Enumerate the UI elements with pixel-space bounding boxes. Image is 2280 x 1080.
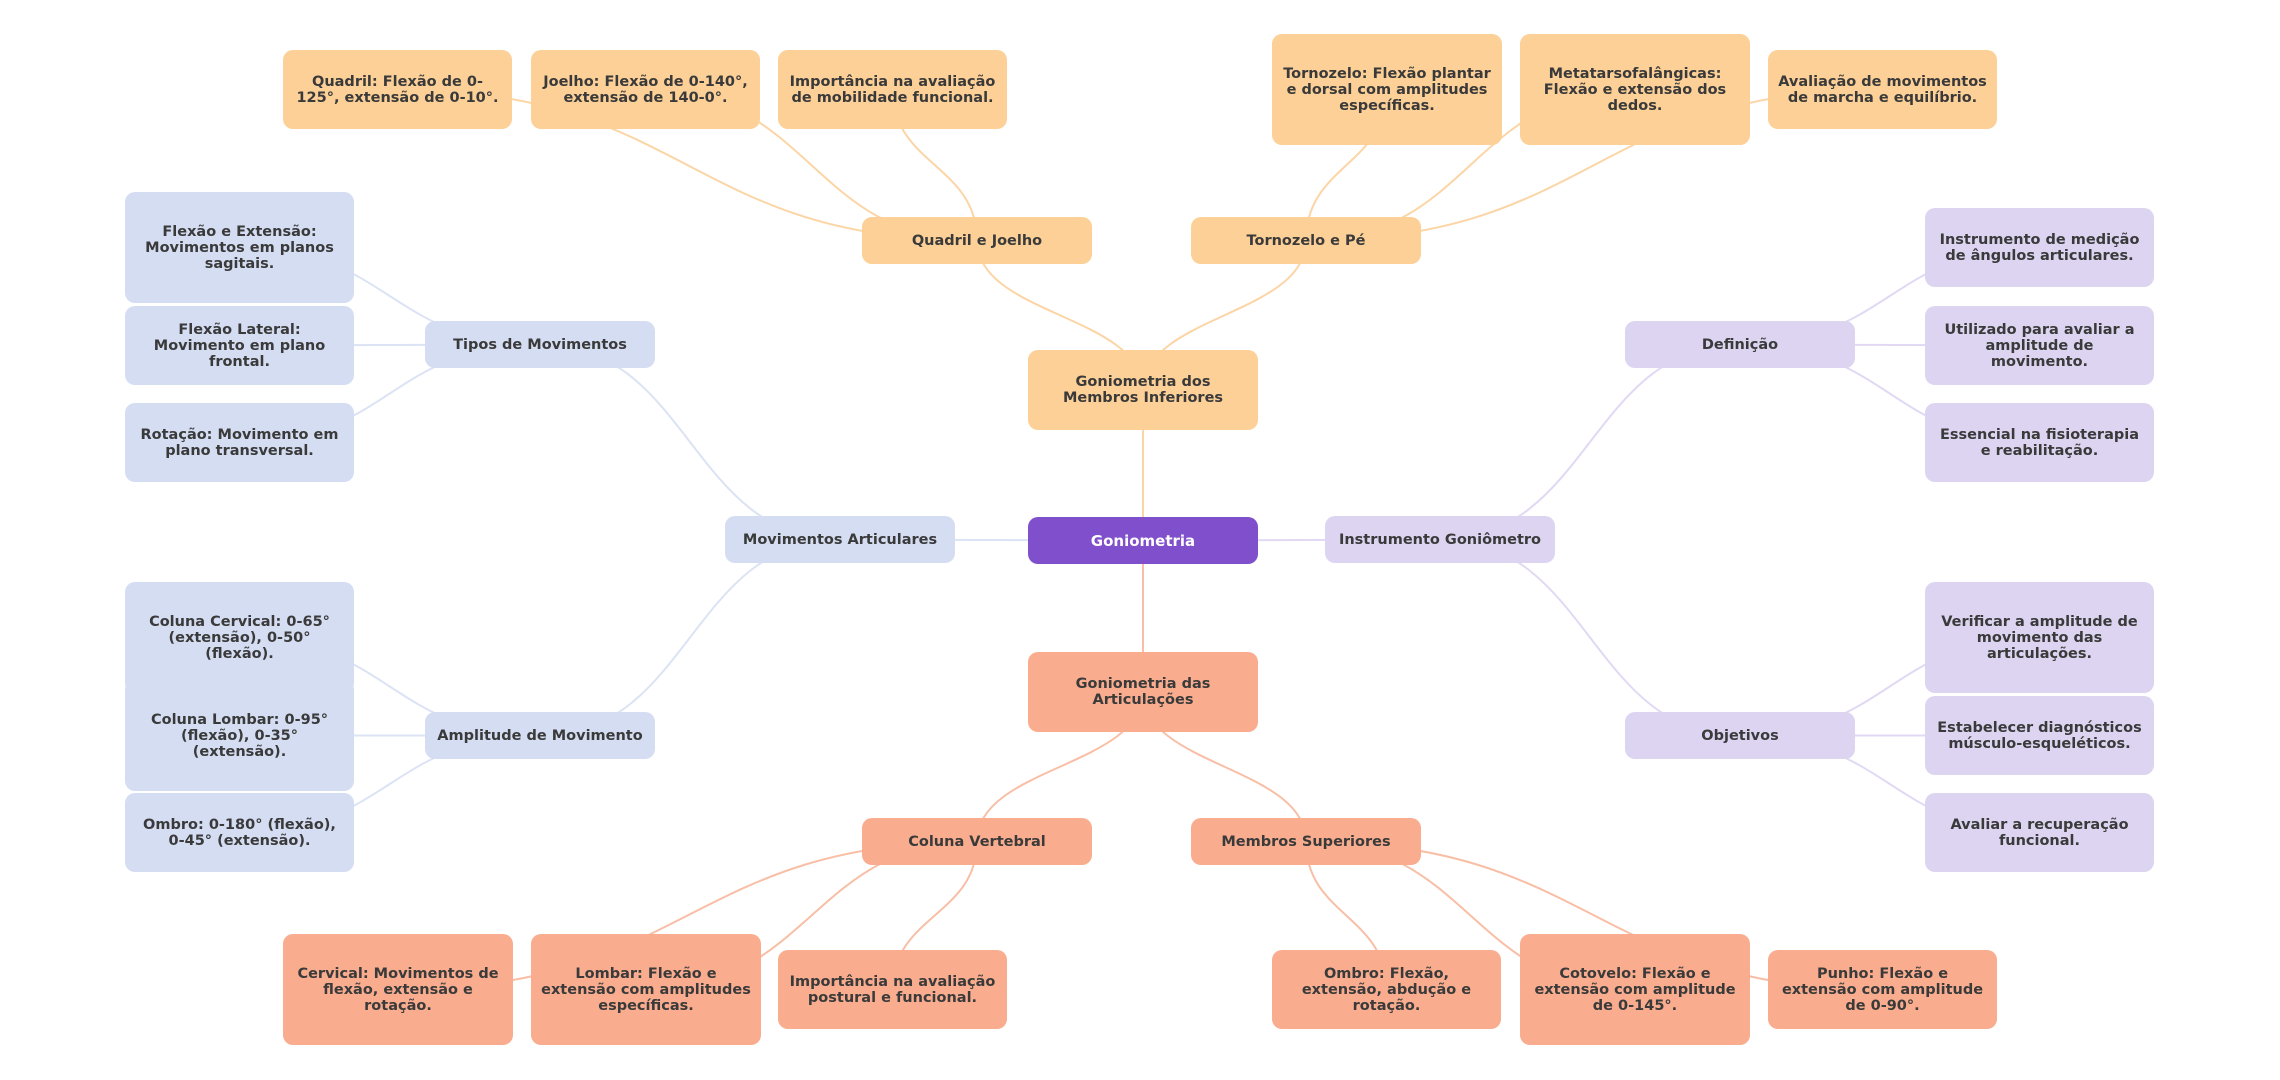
node-art[interactable]: Goniometria das Articulações: [1028, 652, 1258, 732]
node-label: Objetivos: [1701, 727, 1779, 744]
node-inf[interactable]: Goniometria dos Membros Inferiores: [1028, 350, 1258, 430]
edge-mov-tm: [539, 343, 841, 541]
node-label: Tipos de Movimentos: [453, 336, 627, 353]
node-tm3[interactable]: Rotação: Movimento em plano transversal.: [125, 403, 354, 482]
node-label: Metatarsofalângicas: Flexão e extensão d…: [1543, 65, 1727, 114]
node-am1[interactable]: Coluna Cervical: 0-65° (extensão), 0-50°…: [125, 582, 354, 693]
node-cv[interactable]: Coluna Vertebral: [862, 818, 1092, 865]
node-label: Cotovelo: Flexão e extensão com amplitud…: [1534, 965, 1736, 1014]
node-label: Movimentos Articulares: [742, 531, 938, 548]
node-ms[interactable]: Membros Superiores: [1191, 818, 1421, 865]
node-qj1[interactable]: Quadril: Flexão de 0-125°, extensão de 0…: [283, 50, 512, 129]
node-qj[interactable]: Quadril e Joelho: [862, 217, 1092, 264]
node-label: Avaliação de movimentos de marcha e equi…: [1778, 73, 1987, 106]
node-obj[interactable]: Objetivos: [1625, 712, 1855, 759]
node-ms2[interactable]: Cotovelo: Flexão e extensão com amplitud…: [1520, 934, 1750, 1045]
node-am[interactable]: Amplitude de Movimento: [425, 712, 655, 759]
node-tp3[interactable]: Avaliação de movimentos de marcha e equi…: [1768, 50, 1997, 129]
node-label: Coluna Cervical: 0-65° (extensão), 0-50°…: [149, 613, 330, 662]
node-label: Goniometria das Articulações: [1075, 676, 1211, 708]
node-label: Instrumento Goniômetro: [1338, 531, 1542, 548]
node-root[interactable]: Goniometria: [1028, 517, 1258, 564]
node-ins[interactable]: Instrumento Goniômetro: [1325, 516, 1555, 563]
node-tp2[interactable]: Metatarsofalângicas: Flexão e extensão d…: [1520, 34, 1750, 145]
node-def1[interactable]: Instrumento de medição de ângulos articu…: [1925, 208, 2154, 287]
node-label: Goniometria: [1090, 531, 1196, 550]
node-def[interactable]: Definição: [1625, 321, 1855, 368]
node-label: Verificar a amplitude de movimento das a…: [1941, 613, 2138, 662]
node-label: Quadril: Flexão de 0-125°, extensão de 0…: [296, 73, 499, 106]
node-label: Instrumento de medição de ângulos articu…: [1939, 231, 2140, 264]
node-qj3[interactable]: Importância na avaliação de mobilidade f…: [778, 50, 1007, 129]
node-label: Tornozelo: Flexão plantar e dorsal com a…: [1283, 65, 1491, 114]
node-label: Tornozelo e Pé: [1246, 232, 1366, 249]
node-tm[interactable]: Tipos de Movimentos: [425, 321, 655, 368]
node-label: Goniometria dos Membros Inferiores: [1062, 374, 1224, 406]
node-label: Lombar: Flexão e extensão com amplitudes…: [541, 965, 751, 1014]
node-tp1[interactable]: Tornozelo: Flexão plantar e dorsal com a…: [1272, 34, 1502, 145]
node-label: Amplitude de Movimento: [437, 727, 643, 744]
node-mov[interactable]: Movimentos Articulares: [725, 516, 955, 563]
node-def2[interactable]: Utilizado para avaliar a amplitude de mo…: [1925, 306, 2154, 385]
node-label: Flexão e Extensão: Movimentos em planos …: [145, 223, 334, 272]
node-obj2[interactable]: Estabelecer diagnósticos músculo-esquelé…: [1925, 696, 2154, 775]
node-tm1[interactable]: Flexão e Extensão: Movimentos em planos …: [125, 192, 354, 303]
node-label: Ombro: 0-180° (flexão), 0-45° (extensão)…: [143, 816, 336, 849]
node-ms1[interactable]: Ombro: Flexão, extensão, abdução e rotaç…: [1272, 950, 1501, 1029]
node-label: Rotação: Movimento em plano transversal.: [140, 426, 339, 459]
node-label: Estabelecer diagnósticos músculo-esquelé…: [1937, 719, 2142, 752]
edge-ins-def: [1439, 343, 1741, 541]
node-label: Flexão Lateral: Movimento em plano front…: [153, 321, 326, 370]
node-label: Joelho: Flexão de 0-140°, extensão de 14…: [543, 73, 748, 106]
edge-mov-am: [539, 538, 841, 737]
node-am3[interactable]: Ombro: 0-180° (flexão), 0-45° (extensão)…: [125, 793, 354, 872]
node-label: Membros Superiores: [1221, 833, 1391, 850]
node-label: Coluna Lombar: 0-95° (flexão), 0-35° (ex…: [150, 711, 329, 760]
node-def3[interactable]: Essencial na fisioterapia e reabilitação…: [1925, 403, 2154, 482]
edge-ins-obj: [1439, 538, 1741, 737]
node-tm2[interactable]: Flexão Lateral: Movimento em plano front…: [125, 306, 354, 385]
node-obj3[interactable]: Avaliar a recuperação funcional.: [1925, 793, 2154, 872]
node-label: Importância na avaliação postural e func…: [789, 973, 996, 1006]
node-cv2[interactable]: Lombar: Flexão e extensão com amplitudes…: [531, 934, 761, 1045]
node-label: Importância na avaliação de mobilidade f…: [789, 73, 996, 106]
node-am2[interactable]: Coluna Lombar: 0-95° (flexão), 0-35° (ex…: [125, 680, 354, 791]
node-label: Cervical: Movimentos de flexão, extensão…: [297, 965, 499, 1014]
node-tp[interactable]: Tornozelo e Pé: [1191, 217, 1421, 264]
node-label: Utilizado para avaliar a amplitude de mo…: [1944, 321, 2135, 370]
node-label: Coluna Vertebral: [908, 833, 1046, 850]
node-label: Avaliar a recuperação funcional.: [1950, 816, 2129, 849]
node-label: Essencial na fisioterapia e reabilitação…: [1940, 426, 2139, 459]
node-obj1[interactable]: Verificar a amplitude de movimento das a…: [1925, 582, 2154, 693]
node-label: Punho: Flexão e extensão com amplitude d…: [1781, 965, 1984, 1014]
node-label: Quadril e Joelho: [911, 232, 1043, 249]
node-cv1[interactable]: Cervical: Movimentos de flexão, extensão…: [283, 934, 513, 1045]
node-label: Ombro: Flexão, extensão, abdução e rotaç…: [1301, 965, 1472, 1014]
node-cv3[interactable]: Importância na avaliação postural e func…: [778, 950, 1007, 1029]
node-qj2[interactable]: Joelho: Flexão de 0-140°, extensão de 14…: [531, 50, 760, 129]
node-ms3[interactable]: Punho: Flexão e extensão com amplitude d…: [1768, 950, 1997, 1029]
node-label: Definição: [1701, 336, 1779, 353]
